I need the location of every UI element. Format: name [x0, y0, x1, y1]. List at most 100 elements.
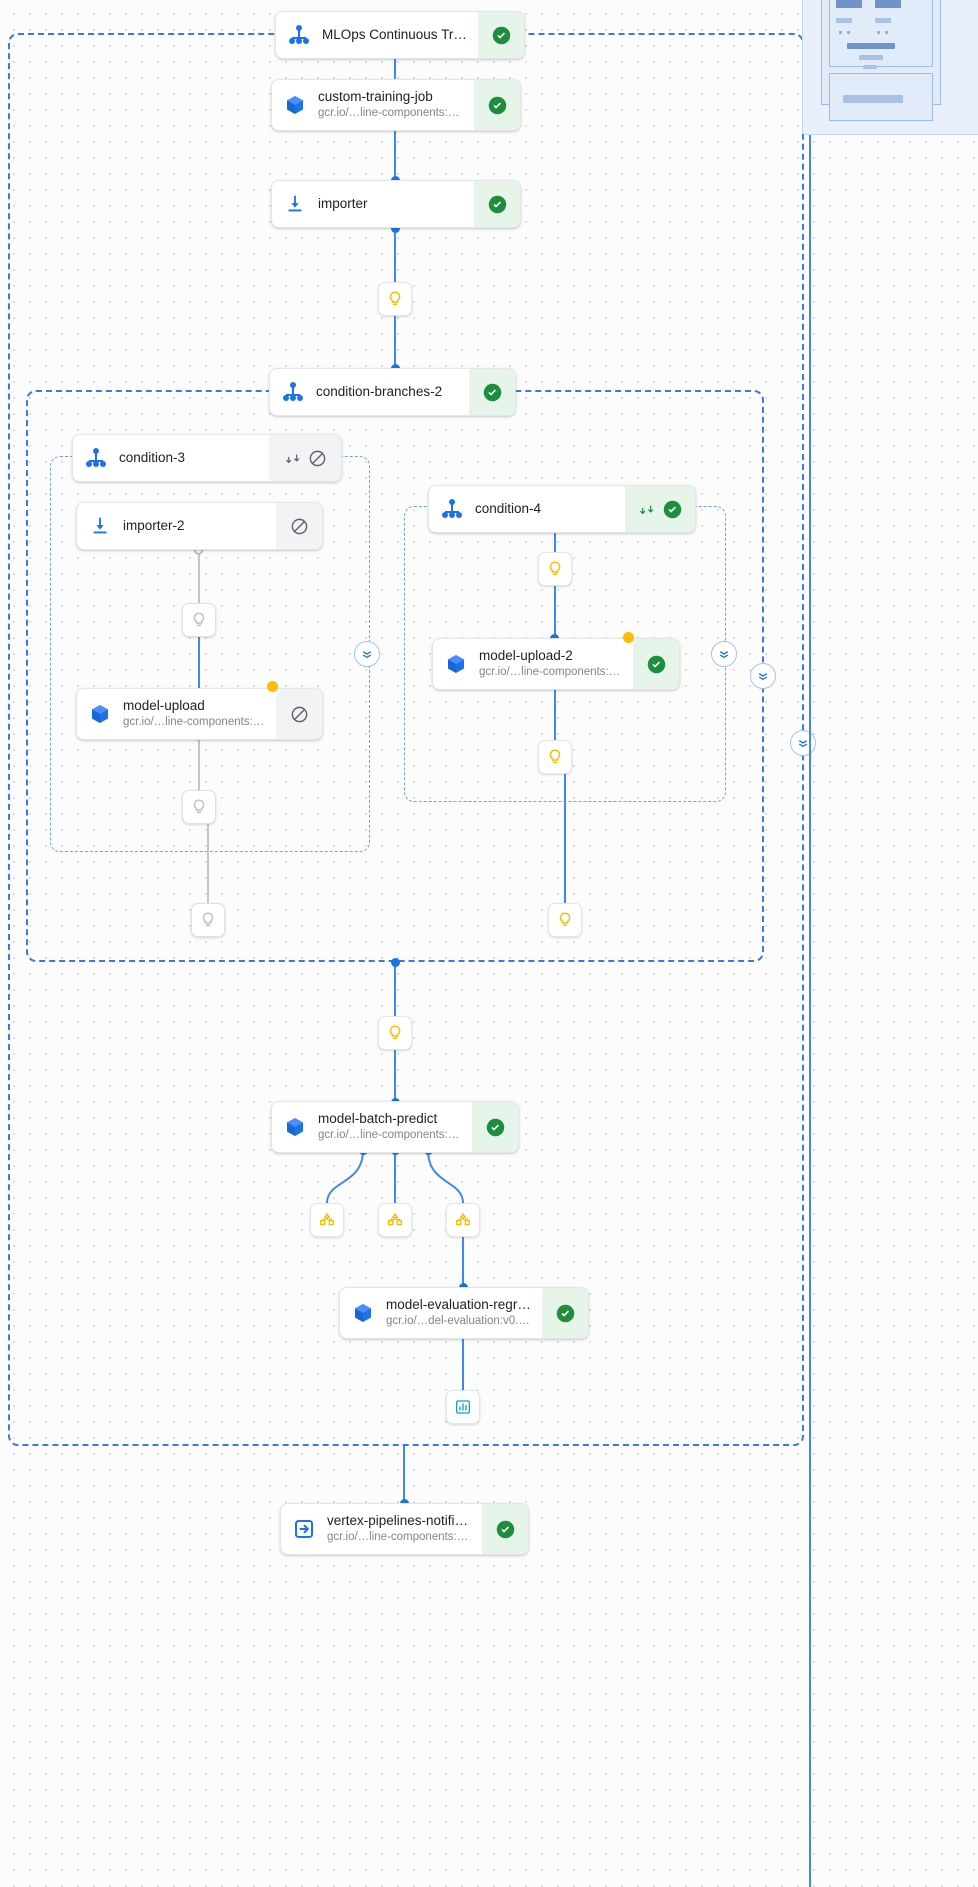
node-title: model-upload-2 — [479, 648, 573, 664]
check-circle-icon — [496, 1520, 514, 1538]
edge-dot — [391, 958, 400, 967]
node-custom-training-job[interactable]: custom-training-job gcr.io/…line-compone… — [271, 79, 521, 131]
node-model-batch-predict[interactable]: model-batch-predict gcr.io/…line-compone… — [271, 1101, 519, 1153]
minimap-node — [875, 18, 891, 23]
dataset-chip-2[interactable] — [378, 1203, 412, 1237]
minimap-dot — [847, 31, 850, 34]
check-circle-icon — [486, 1118, 504, 1136]
artifact-chip-importer-2-out[interactable] — [182, 603, 216, 637]
status-badge-skipped[interactable] — [276, 503, 322, 549]
check-circle-icon — [488, 96, 506, 114]
status-badge-succeeded[interactable] — [542, 1288, 588, 1338]
node-model-upload[interactable]: model-upload gcr.io/…line-components:2.6… — [76, 688, 323, 740]
artifact-chip-model-upload-out[interactable] — [182, 790, 216, 824]
dag-root-icon — [270, 369, 316, 415]
node-title: MLOps Continuous Traini… — [322, 26, 468, 42]
status-badge-succeeded[interactable] — [625, 486, 695, 532]
artifact-bulb-icon — [202, 912, 214, 926]
metrics-chip[interactable] — [446, 1390, 480, 1424]
artifact-chip-condition-4-in[interactable] — [538, 552, 572, 586]
artifact-chip-branches-out[interactable] — [378, 1016, 412, 1050]
status-badge-succeeded[interactable] — [469, 369, 515, 415]
artifact-bulb-icon — [193, 612, 205, 626]
node-condition-3[interactable]: condition-3 — [72, 434, 342, 482]
minimap-node — [859, 55, 883, 60]
edge-dot — [391, 224, 400, 233]
exit-arrow-icon — [281, 1504, 327, 1554]
node-label: MLOps Continuous Traini… — [322, 12, 478, 58]
node-subtitle: gcr.io/…line-components:2.6.0 — [123, 715, 266, 728]
artifact-chip-after-importer[interactable] — [378, 282, 412, 316]
branch-arrows-icon — [286, 454, 300, 463]
collapse-chevrons-icon — [720, 651, 728, 658]
minimap-dot — [877, 31, 880, 34]
dataset-chip-3[interactable] — [446, 1203, 480, 1237]
container-cube-icon — [433, 639, 479, 689]
status-badge-succeeded[interactable] — [478, 12, 524, 58]
expander-branches[interactable] — [750, 663, 776, 689]
node-label: model-evaluation-regres… gcr.io/…del-eva… — [386, 1288, 542, 1338]
artifact-chip-model-upload-2-out[interactable] — [538, 740, 572, 774]
skipped-circle-icon — [309, 450, 326, 466]
node-title: importer — [318, 195, 368, 211]
expander-condition-4[interactable] — [711, 641, 737, 667]
artifact-chip-condition-3-out[interactable] — [191, 903, 225, 937]
node-label: model-upload-2 gcr.io/…line-components:2… — [479, 639, 633, 689]
node-importer[interactable]: importer — [271, 180, 521, 228]
node-mlops-continuous-training[interactable]: MLOps Continuous Traini… — [275, 11, 525, 59]
node-title: importer-2 — [123, 517, 185, 533]
expander-condition-3[interactable] — [354, 641, 380, 667]
node-condition-4[interactable]: condition-4 — [428, 485, 696, 533]
dataset-chip-1[interactable] — [310, 1203, 344, 1237]
status-badge-succeeded[interactable] — [472, 1102, 518, 1152]
artifact-chip-condition-4-out[interactable] — [548, 903, 582, 937]
check-circle-icon — [492, 26, 510, 44]
node-model-evaluation-regression[interactable]: model-evaluation-regres… gcr.io/…del-eva… — [339, 1287, 589, 1339]
node-subtitle: gcr.io/…del-evaluation:v0.9.3 — [386, 1314, 532, 1327]
status-badge-succeeded[interactable] — [474, 181, 520, 227]
check-circle-icon — [556, 1304, 574, 1322]
artifact-bulb-icon — [549, 561, 561, 575]
minimap-panel[interactable] — [802, 0, 978, 135]
dataset-nodes-icon — [319, 1212, 335, 1226]
minimap-node — [847, 43, 895, 49]
artifact-bulb-icon — [193, 799, 205, 813]
minimap-node — [843, 95, 903, 103]
check-circle-icon — [647, 655, 665, 673]
status-badge-succeeded[interactable] — [482, 1504, 528, 1554]
minimap-dot — [839, 31, 842, 34]
node-label: model-batch-predict gcr.io/…line-compone… — [318, 1102, 472, 1152]
dag-root-icon — [73, 435, 119, 481]
status-badge-succeeded[interactable] — [474, 80, 520, 130]
node-title: custom-training-job — [318, 89, 433, 105]
status-badge-succeeded[interactable] — [633, 639, 679, 689]
check-circle-icon — [483, 383, 501, 401]
skipped-circle-icon — [291, 518, 307, 534]
check-circle-icon — [663, 500, 682, 518]
node-vertex-pipelines-notification[interactable]: vertex-pipelines-notificat… gcr.io/…line… — [280, 1503, 529, 1555]
node-title: condition-4 — [475, 500, 542, 516]
node-subtitle: gcr.io/…line-components:2.6.0 — [327, 1530, 472, 1543]
minimap-node — [836, 0, 862, 8]
collapse-chevrons-icon — [799, 740, 807, 747]
cache-indicator-dot — [623, 632, 634, 643]
node-label: vertex-pipelines-notificat… gcr.io/…line… — [327, 1504, 482, 1554]
dataset-nodes-icon — [387, 1212, 403, 1226]
check-circle-icon — [488, 195, 506, 213]
node-model-upload-2[interactable]: model-upload-2 gcr.io/…line-components:2… — [432, 638, 680, 690]
node-label: importer-2 — [123, 503, 276, 549]
node-condition-branches-2[interactable]: condition-branches-2 — [269, 368, 516, 416]
status-badge-skipped[interactable] — [269, 435, 341, 481]
node-subtitle: gcr.io/…line-components:2.6.0 — [479, 665, 623, 678]
status-badge-skipped[interactable] — [276, 689, 322, 739]
minimap-node — [863, 65, 877, 69]
node-title: condition-branches-2 — [316, 383, 443, 399]
artifact-bulb-icon — [549, 749, 561, 763]
expander-outer-right[interactable] — [790, 730, 816, 756]
node-title: model-evaluation-regres… — [386, 1297, 532, 1313]
node-importer-2[interactable]: importer-2 — [76, 502, 323, 550]
node-label: condition-3 — [119, 435, 269, 481]
collapse-chevrons-icon — [363, 651, 371, 658]
